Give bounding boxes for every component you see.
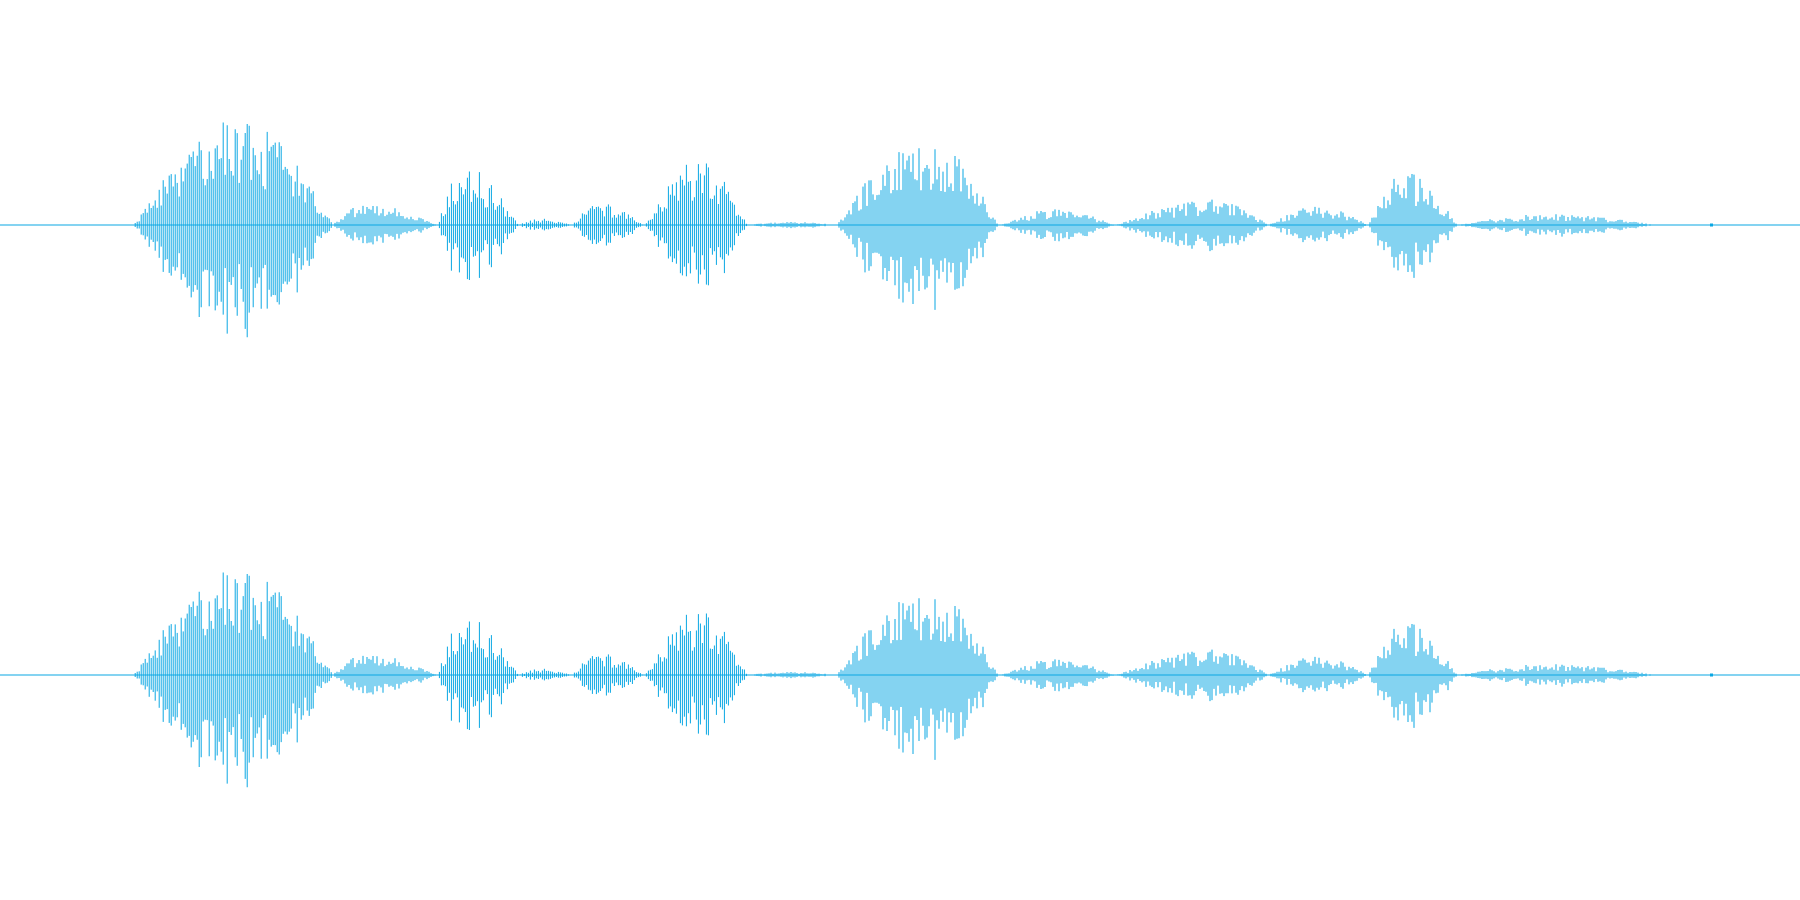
waveform-right-segment [838, 598, 998, 760]
waveform-left-segment [838, 148, 998, 310]
waveform-right-segment [1117, 649, 1269, 702]
waveform-left-segment [1270, 206, 1368, 243]
waveform-right-segment [438, 621, 518, 730]
waveform-channel-left [0, 122, 1800, 338]
waveform-left-segment [438, 171, 518, 280]
waveform-right-segment [519, 668, 571, 681]
waveform-left-segment [1459, 214, 1655, 237]
waveform-left-segment [134, 122, 332, 338]
waveform-left-segment [573, 204, 643, 246]
waveform-right-segment [573, 654, 643, 696]
waveform-left-segment [1369, 174, 1457, 278]
waveform-right-segment [1459, 664, 1655, 687]
waveform-right-segment [1369, 624, 1457, 728]
waveform-left-svg [0, 122, 1800, 338]
waveform-right-segment [134, 572, 332, 788]
waveform-left-segment [334, 205, 438, 245]
waveform-right-svg [0, 572, 1800, 788]
waveform-left-segment [1000, 209, 1116, 242]
waveform-right-segment [1000, 659, 1116, 692]
waveform-left-segment [1117, 199, 1269, 252]
waveform-right-segment [1270, 656, 1368, 693]
waveform-right-segment [748, 672, 836, 679]
waveform-left-segment [645, 163, 747, 286]
waveform-left-segment [748, 222, 836, 229]
waveform-right-segment [645, 613, 747, 736]
waveform-left-segment [519, 218, 571, 231]
waveform-channel-right [0, 450, 1800, 900]
waveform-right-segment [334, 655, 438, 695]
